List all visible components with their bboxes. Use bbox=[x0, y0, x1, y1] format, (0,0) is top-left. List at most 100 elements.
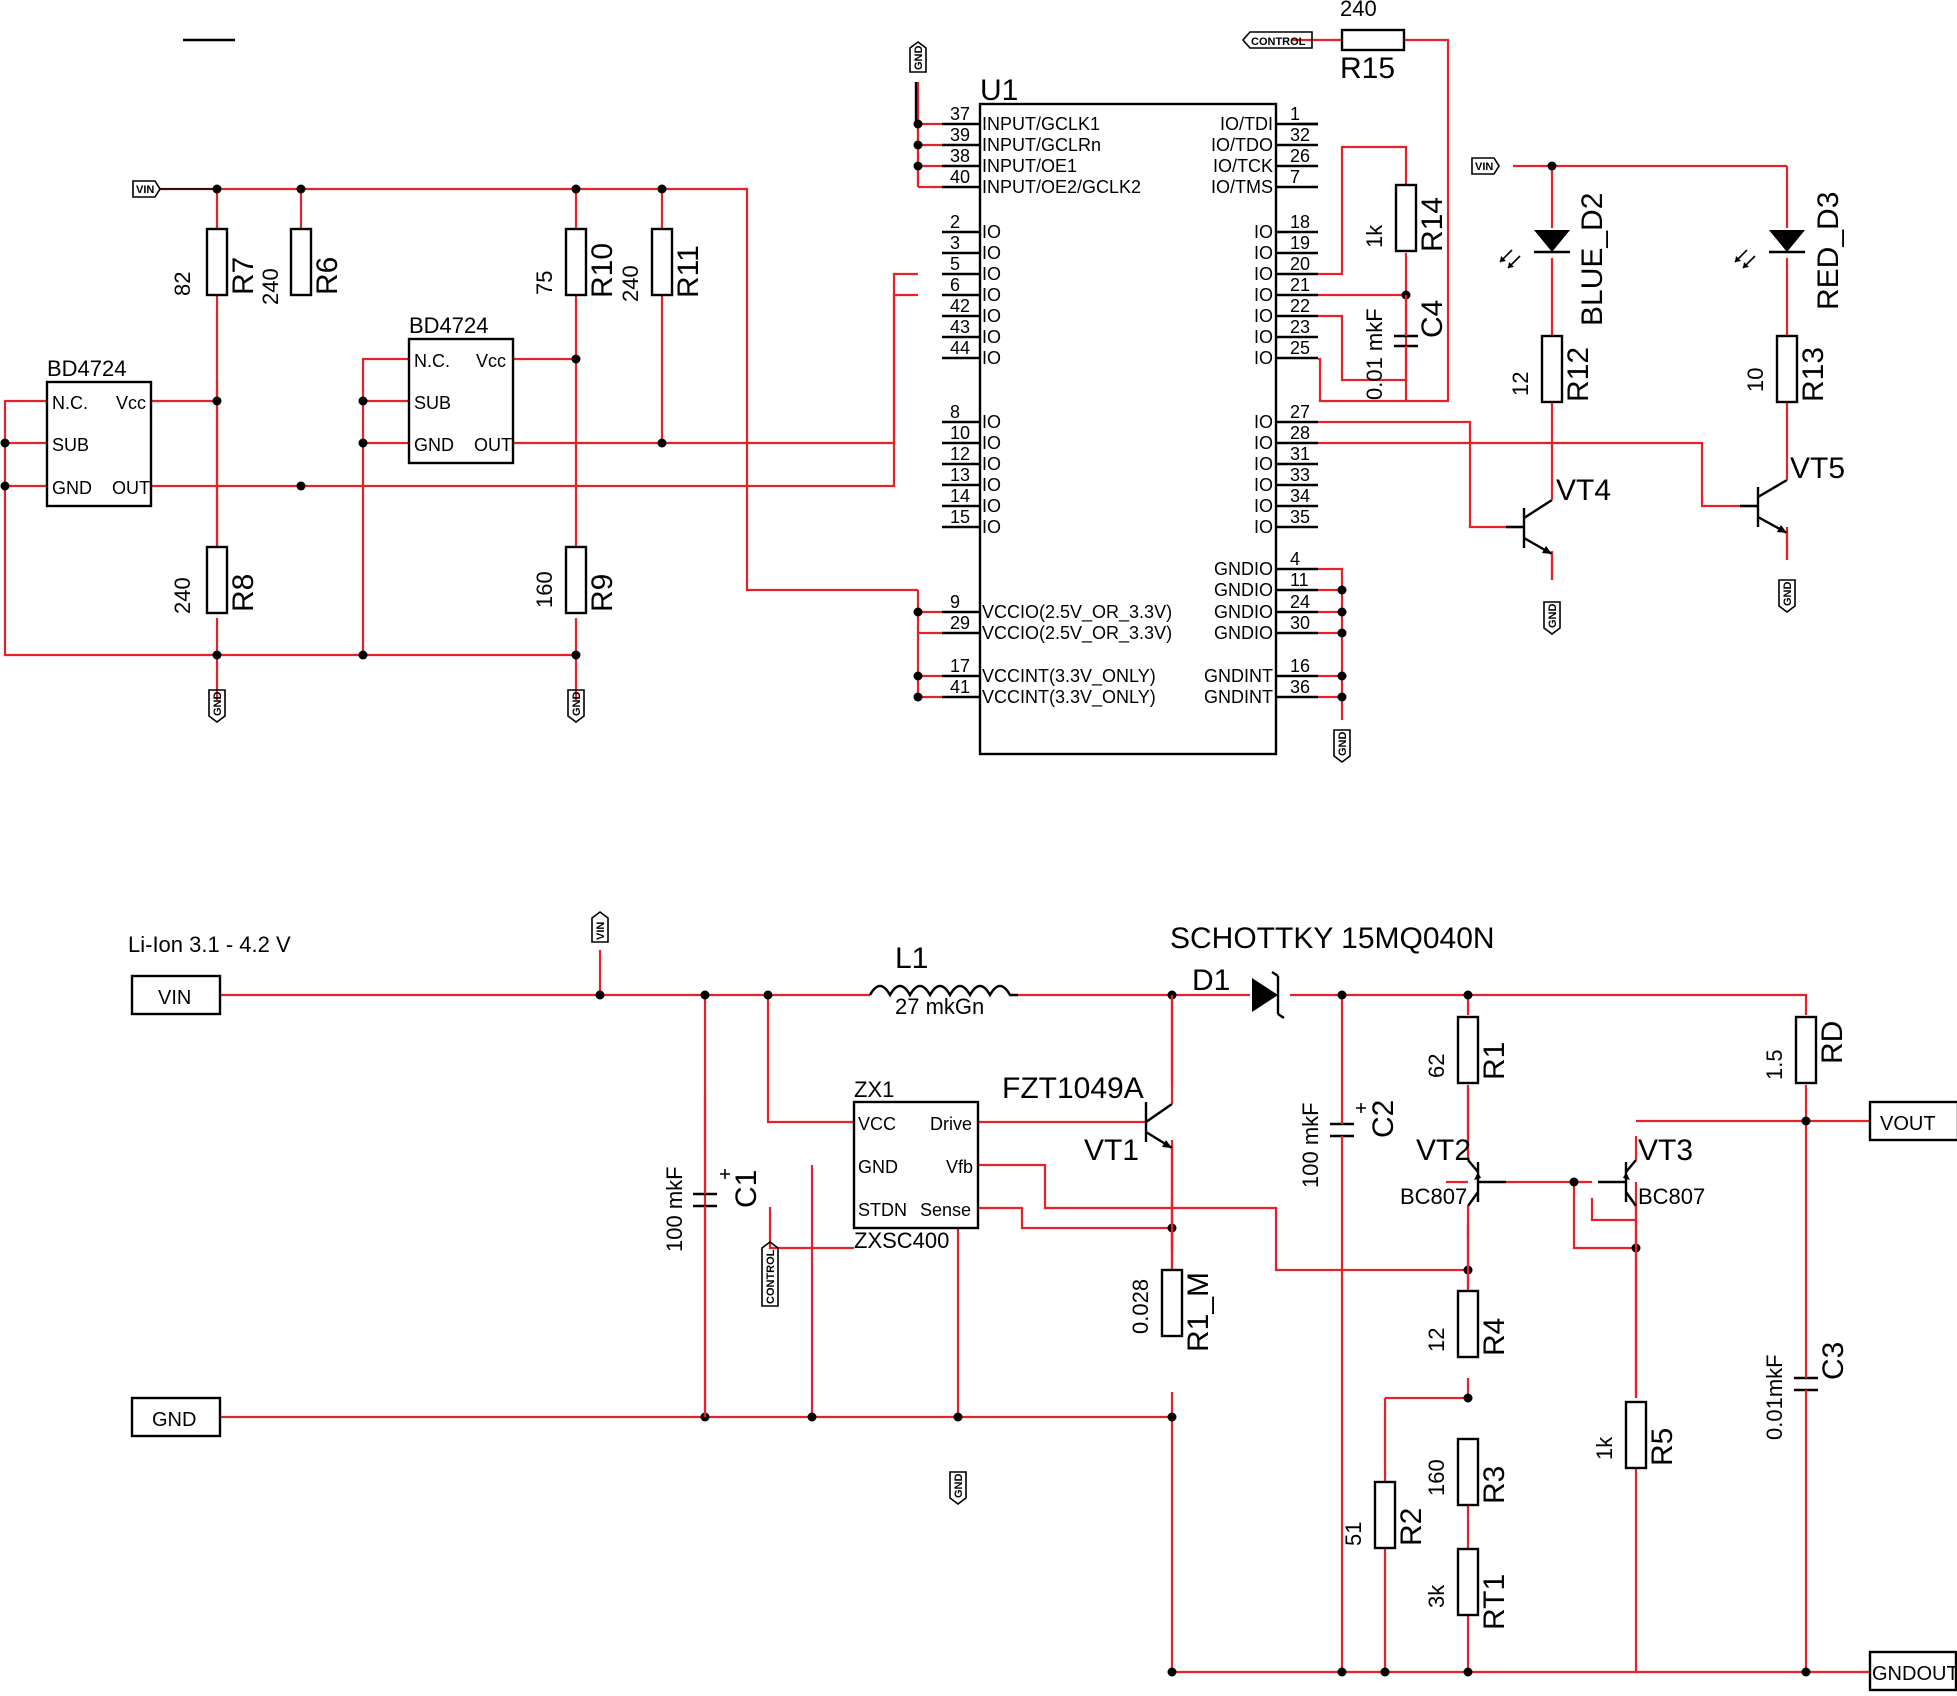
svg-text:R8: R8 bbox=[227, 574, 260, 612]
u1-pin-name: IO bbox=[1254, 243, 1273, 263]
capacitor-c1: C1 100 mkF bbox=[662, 1146, 763, 1417]
u1-chip: U1 bbox=[978, 74, 1278, 756]
svg-text:SUB: SUB bbox=[52, 435, 89, 455]
u1-pin-number: 39 bbox=[950, 125, 970, 145]
u1-pin-number: 25 bbox=[1290, 338, 1310, 358]
capacitor-c2: C2 100 mkF bbox=[1298, 1096, 1400, 1188]
svg-text:GND: GND bbox=[212, 692, 224, 717]
resistor-r1: R1 62 bbox=[1424, 1015, 1511, 1085]
svg-text:GND: GND bbox=[858, 1157, 898, 1177]
u1-pin-name: IO bbox=[1254, 306, 1273, 326]
svg-text:OUT: OUT bbox=[474, 435, 512, 455]
svg-text:100 mkF: 100 mkF bbox=[1298, 1102, 1323, 1188]
resistor-r6: R6 240 bbox=[258, 227, 344, 305]
svg-text:240: 240 bbox=[258, 268, 283, 305]
u1-pin-number: 31 bbox=[1290, 444, 1310, 464]
u1-pin-name: IO bbox=[1254, 264, 1273, 284]
capacitor-c3: C3 0.01mkF bbox=[1762, 1342, 1850, 1440]
svg-text:Drive: Drive bbox=[930, 1114, 972, 1134]
svg-text:Vfb: Vfb bbox=[946, 1157, 973, 1177]
svg-text:R7: R7 bbox=[227, 257, 260, 295]
transistor-vt1: FZT1049A VT1 bbox=[1002, 995, 1174, 1270]
u1-pin-number: 10 bbox=[950, 423, 970, 443]
u1-pin-number: 29 bbox=[950, 613, 970, 633]
u1-pin-number: 18 bbox=[1290, 212, 1310, 232]
svg-text:R1_M: R1_M bbox=[1182, 1272, 1215, 1352]
u1-pin-name: VCCINT(3.3V_ONLY) bbox=[982, 687, 1156, 708]
svg-text:VIN: VIN bbox=[158, 987, 191, 1009]
svg-text:BD4724: BD4724 bbox=[47, 356, 127, 381]
u1-pin-name: IO/TCK bbox=[1213, 156, 1273, 176]
svg-text:RD: RD bbox=[1816, 1021, 1849, 1064]
u1-pin-name: GNDINT bbox=[1204, 666, 1273, 686]
svg-text:R12: R12 bbox=[1562, 347, 1595, 402]
svg-text:Vcc: Vcc bbox=[116, 393, 146, 413]
u1-pin-name: IO bbox=[982, 222, 1001, 242]
gnd-tag-r8: GND bbox=[208, 689, 226, 723]
u1-pin-name: IO bbox=[1254, 517, 1273, 537]
svg-text:Li-Ion 3.1 - 4.2 V: Li-Ion 3.1 - 4.2 V bbox=[128, 932, 291, 957]
svg-text:160: 160 bbox=[1424, 1459, 1449, 1496]
u1-pin-number: 43 bbox=[950, 317, 970, 337]
svg-text:GND: GND bbox=[1782, 582, 1794, 607]
svg-text:GND: GND bbox=[913, 46, 925, 71]
u1-pin-number: 13 bbox=[950, 465, 970, 485]
gnd-tag-vt4: GND bbox=[1543, 601, 1561, 635]
svg-text:3k: 3k bbox=[1424, 1584, 1449, 1608]
u1-pin-name: VCCINT(3.3V_ONLY) bbox=[982, 666, 1156, 687]
resistor-r7: R7 82 bbox=[170, 227, 260, 297]
gnd-tag-r9: GND bbox=[567, 689, 585, 723]
u1-pin-number: 21 bbox=[1290, 275, 1310, 295]
svg-text:100 mkF: 100 mkF bbox=[662, 1166, 687, 1252]
svg-text:240: 240 bbox=[1340, 0, 1377, 21]
svg-text:D1: D1 bbox=[1192, 964, 1230, 997]
u1-pin-name: VCCIO(2.5V_OR_3.3V) bbox=[982, 602, 1172, 623]
svg-text:L1: L1 bbox=[895, 942, 928, 975]
svg-text:N.C.: N.C. bbox=[414, 351, 450, 371]
svg-text:N.C.: N.C. bbox=[52, 393, 88, 413]
u1-pin-name: IO/TDO bbox=[1211, 135, 1273, 155]
u1-pin-number: 24 bbox=[1290, 592, 1310, 612]
u1-pin-name: IO/TDI bbox=[1220, 114, 1273, 134]
u1-pin-name: IO bbox=[1254, 348, 1273, 368]
svg-text:12: 12 bbox=[1424, 1328, 1449, 1352]
u1-pin-name: INPUT/GCLK1 bbox=[982, 114, 1100, 134]
u1-pin-name: IO bbox=[1254, 475, 1273, 495]
transistor-vt5: VT5 bbox=[1740, 452, 1845, 560]
resistor-r12: R12 12 bbox=[1508, 334, 1595, 404]
svg-text:ZXSC400: ZXSC400 bbox=[854, 1228, 949, 1253]
transistor-vt2: VT2 BC807 bbox=[1400, 1085, 1506, 1290]
svg-text:STDN: STDN bbox=[858, 1200, 907, 1220]
svg-text:U1: U1 bbox=[980, 74, 1018, 107]
svg-text:12: 12 bbox=[1508, 372, 1533, 396]
svg-text:GND: GND bbox=[414, 435, 454, 455]
svg-text:BC807: BC807 bbox=[1400, 1184, 1467, 1209]
u1-pin-number: 6 bbox=[950, 275, 960, 295]
svg-text:R11: R11 bbox=[672, 245, 705, 298]
svg-text:VIN: VIN bbox=[595, 922, 607, 940]
svg-text:ZX1: ZX1 bbox=[854, 1077, 894, 1102]
svg-text:R5: R5 bbox=[1646, 1428, 1679, 1466]
u1-pin-number: 40 bbox=[950, 167, 970, 187]
led-red-d3: RED_D3 bbox=[1734, 192, 1845, 310]
u1-pin-number: 16 bbox=[1290, 656, 1310, 676]
svg-text:0.028: 0.028 bbox=[1128, 1279, 1153, 1334]
bd4724-left: BD4724 N.C. Vcc SUB GND OUT bbox=[45, 356, 153, 508]
resistor-r10: R10 75 bbox=[532, 227, 619, 298]
gnd-tag-u1-right: GND bbox=[1333, 729, 1351, 763]
resistor-r2: R2 51 bbox=[1341, 1480, 1428, 1550]
svg-text:VT2: VT2 bbox=[1416, 1134, 1471, 1167]
u1-pin-name: GNDINT bbox=[1204, 687, 1273, 707]
u1-pin-number: 19 bbox=[1290, 233, 1310, 253]
svg-text:10: 10 bbox=[1743, 368, 1768, 392]
transistor-vt3: VT3 BC807 bbox=[1598, 1134, 1705, 1398]
svg-text:C2: C2 bbox=[1367, 1100, 1400, 1138]
u1-pin-name: IO bbox=[982, 285, 1001, 305]
svg-text:VT1: VT1 bbox=[1084, 1134, 1139, 1167]
svg-text:VT5: VT5 bbox=[1790, 452, 1845, 485]
resistor-r1-m: R1_M 0.028 bbox=[1128, 1268, 1215, 1352]
u1-pin-name: IO bbox=[982, 475, 1001, 495]
svg-text:Sense: Sense bbox=[920, 1200, 971, 1220]
svg-text:R15: R15 bbox=[1340, 52, 1395, 85]
